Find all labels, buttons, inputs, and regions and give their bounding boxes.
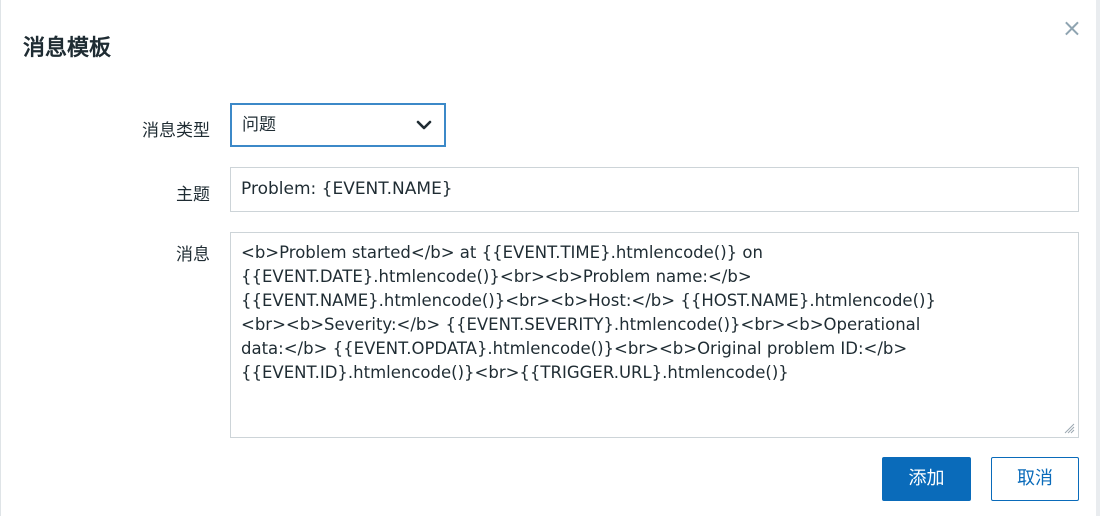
message-line: {{EVENT.DATE}.htmlencode()}<br><b>Proble… bbox=[241, 267, 752, 286]
subject-input[interactable]: Problem: {EVENT.NAME} bbox=[230, 167, 1079, 212]
chevron-down-icon bbox=[416, 120, 432, 130]
message-type-selected: 问题 bbox=[242, 115, 276, 135]
close-icon[interactable]: × bbox=[1061, 14, 1082, 42]
message-label: 消息 bbox=[176, 245, 210, 265]
resize-handle-icon[interactable] bbox=[1063, 422, 1075, 434]
dialog-title: 消息模板 bbox=[23, 36, 112, 61]
message-type-label: 消息类型 bbox=[142, 121, 210, 141]
message-line: {{EVENT.ID}.htmlencode()}<br>{{TRIGGER.U… bbox=[241, 363, 789, 382]
subject-label: 主题 bbox=[176, 185, 210, 205]
message-line: <b>Problem started</b> at {{EVENT.TIME}.… bbox=[241, 243, 763, 262]
message-textarea[interactable]: <b>Problem started</b> at {{EVENT.TIME}.… bbox=[230, 232, 1079, 438]
message-line: data:</b> {{EVENT.OPDATA}.htmlencode()}<… bbox=[241, 339, 908, 358]
add-button[interactable]: 添加 bbox=[882, 457, 971, 501]
message-line: {{EVENT.NAME}.htmlencode()}<br><b>Host:<… bbox=[241, 291, 936, 310]
message-type-select[interactable]: 问题 bbox=[230, 103, 446, 147]
cancel-button[interactable]: 取消 bbox=[991, 457, 1079, 501]
message-line: <br><b>Severity:</b> {{EVENT.SEVERITY}.h… bbox=[241, 315, 921, 334]
